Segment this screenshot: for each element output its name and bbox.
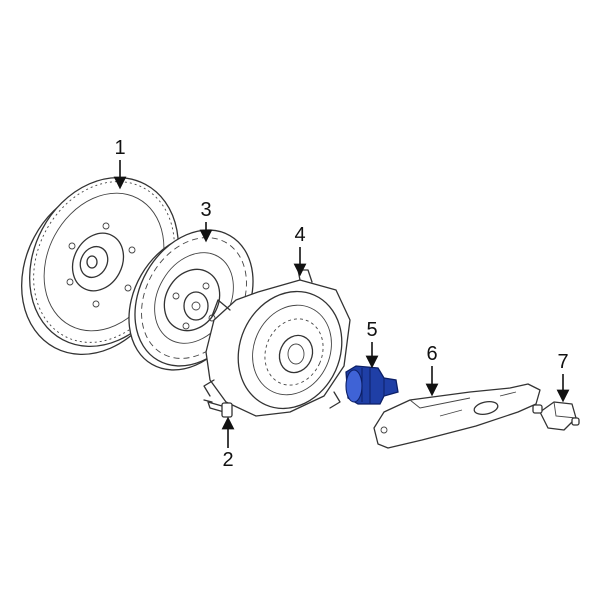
callout-1: 1 [114,137,125,159]
callout-7: 7 [557,351,568,373]
bolt-part-2[interactable] [203,399,233,418]
callout-5: 5 [366,319,377,341]
release-fork-part-6[interactable] [373,383,541,449]
callout-3: 3 [200,199,211,221]
pivot-part-7[interactable] [532,401,580,431]
pressure-plate-part-4[interactable] [203,269,360,425]
callout-6: 6 [426,343,437,365]
leader-lines [113,160,570,448]
callout-labels: 1 2 3 4 5 6 7 [114,137,568,471]
release-bearing-part-5[interactable] [345,365,399,405]
callout-2: 2 [222,449,233,471]
callout-4: 4 [294,224,305,246]
